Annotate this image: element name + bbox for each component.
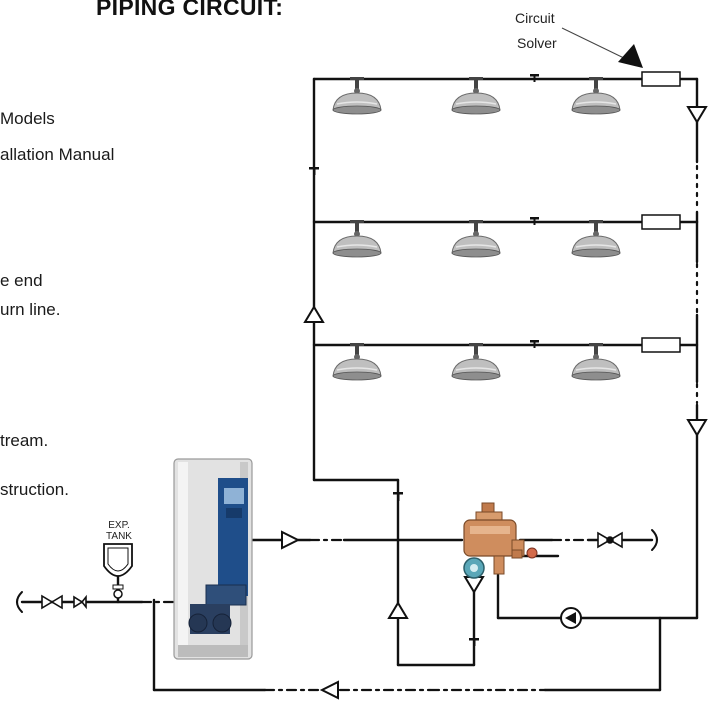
shower-head-icon: [332, 76, 621, 381]
circuit-solver-label-line-1: Circuit: [515, 10, 555, 26]
side-text-line-2: allation Manual: [0, 145, 115, 164]
thermostatic-mixing-valve-icon: [463, 502, 538, 579]
tee-markers: [309, 74, 539, 646]
section-heading: PIPING CIRCUIT:: [96, 0, 284, 20]
exp-tank-label-line-1: EXP.: [108, 520, 130, 531]
circuit-solver-label-line-2: Solver: [517, 35, 557, 51]
circuit-solver-pointer: [561, 27, 643, 68]
circuit-solver-valve-icon: [641, 71, 681, 353]
circulator-pump-icon: [560, 607, 582, 629]
water-heater-icon: [173, 458, 253, 660]
side-text-line-3: e end: [0, 271, 43, 290]
side-text-line-5: tream.: [0, 431, 49, 450]
exp-tank-label-line-2: TANK: [106, 531, 132, 542]
side-text-line-4: urn line.: [0, 300, 61, 319]
side-text-line-1: Models: [0, 109, 55, 128]
side-text-line-6: struction.: [0, 480, 69, 499]
check-valve-icon: [281, 106, 708, 700]
inline-valve-icon: [41, 531, 623, 610]
expansion-tank-icon: [103, 543, 133, 599]
